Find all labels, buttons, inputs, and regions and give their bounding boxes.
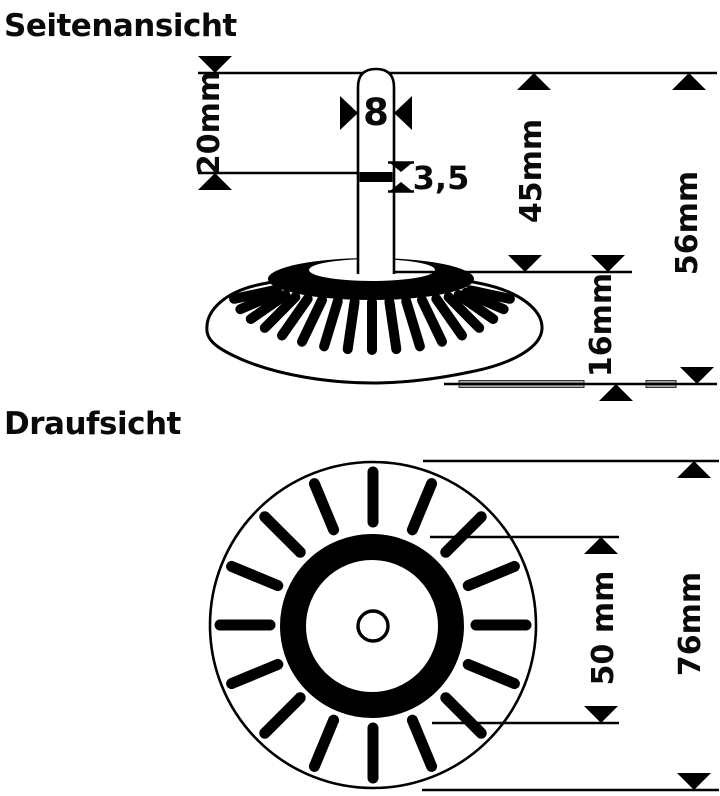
arrow-35-top — [390, 163, 412, 172]
dimension-bars-35 — [388, 161, 414, 193]
dimension-label-3-5: 3,5 — [412, 159, 470, 197]
dimension-label-50mm: 50 mm — [586, 570, 621, 686]
dimension-label-76mm: 76mm — [673, 571, 708, 677]
top-view-slots — [214, 466, 532, 784]
stem — [356, 67, 396, 274]
arrow-50mm-bottom — [584, 706, 618, 723]
stem-groove-band — [359, 172, 393, 182]
arrow-45mm-top — [517, 73, 551, 90]
dimension-arrows-side — [198, 56, 714, 401]
arrow-56mm-bottom — [680, 367, 714, 384]
dome-slots — [229, 285, 515, 355]
arrow-20mm-bottom — [198, 173, 232, 190]
arrow-8-left — [340, 96, 358, 130]
arrow-45mm-bottom — [508, 255, 542, 272]
arrow-16mm-bottom — [599, 384, 633, 401]
top-view-title: Draufsicht — [4, 406, 181, 442]
dimension-label-45mm: 45mm — [514, 118, 549, 224]
dimension-label-16mm: 16mm — [584, 272, 619, 378]
side-view-title: Seitenansicht — [4, 8, 237, 44]
dimension-arrows-top — [584, 461, 711, 790]
dimension-label-20mm: 20mm — [192, 70, 227, 176]
center-pin-hole — [356, 609, 390, 643]
arrow-20mm-top — [198, 56, 232, 73]
arrow-76mm-top — [677, 461, 711, 478]
arrow-50mm-top — [584, 537, 618, 554]
dimension-label-8: 8 — [363, 90, 389, 134]
flange-ring-top — [280, 534, 464, 718]
dimension-label-56mm: 56mm — [670, 170, 705, 276]
arrow-8-right — [394, 96, 412, 130]
arrow-35-bottom — [390, 182, 412, 191]
arrow-56mm-top — [672, 73, 706, 90]
base-bottom-line — [444, 380, 717, 388]
side-view-drawing — [198, 56, 717, 401]
top-view-drawing — [208, 459, 719, 792]
arrow-16mm-top — [591, 255, 625, 272]
arrow-76mm-bottom — [677, 773, 711, 790]
outer-rim-circle — [208, 460, 538, 790]
